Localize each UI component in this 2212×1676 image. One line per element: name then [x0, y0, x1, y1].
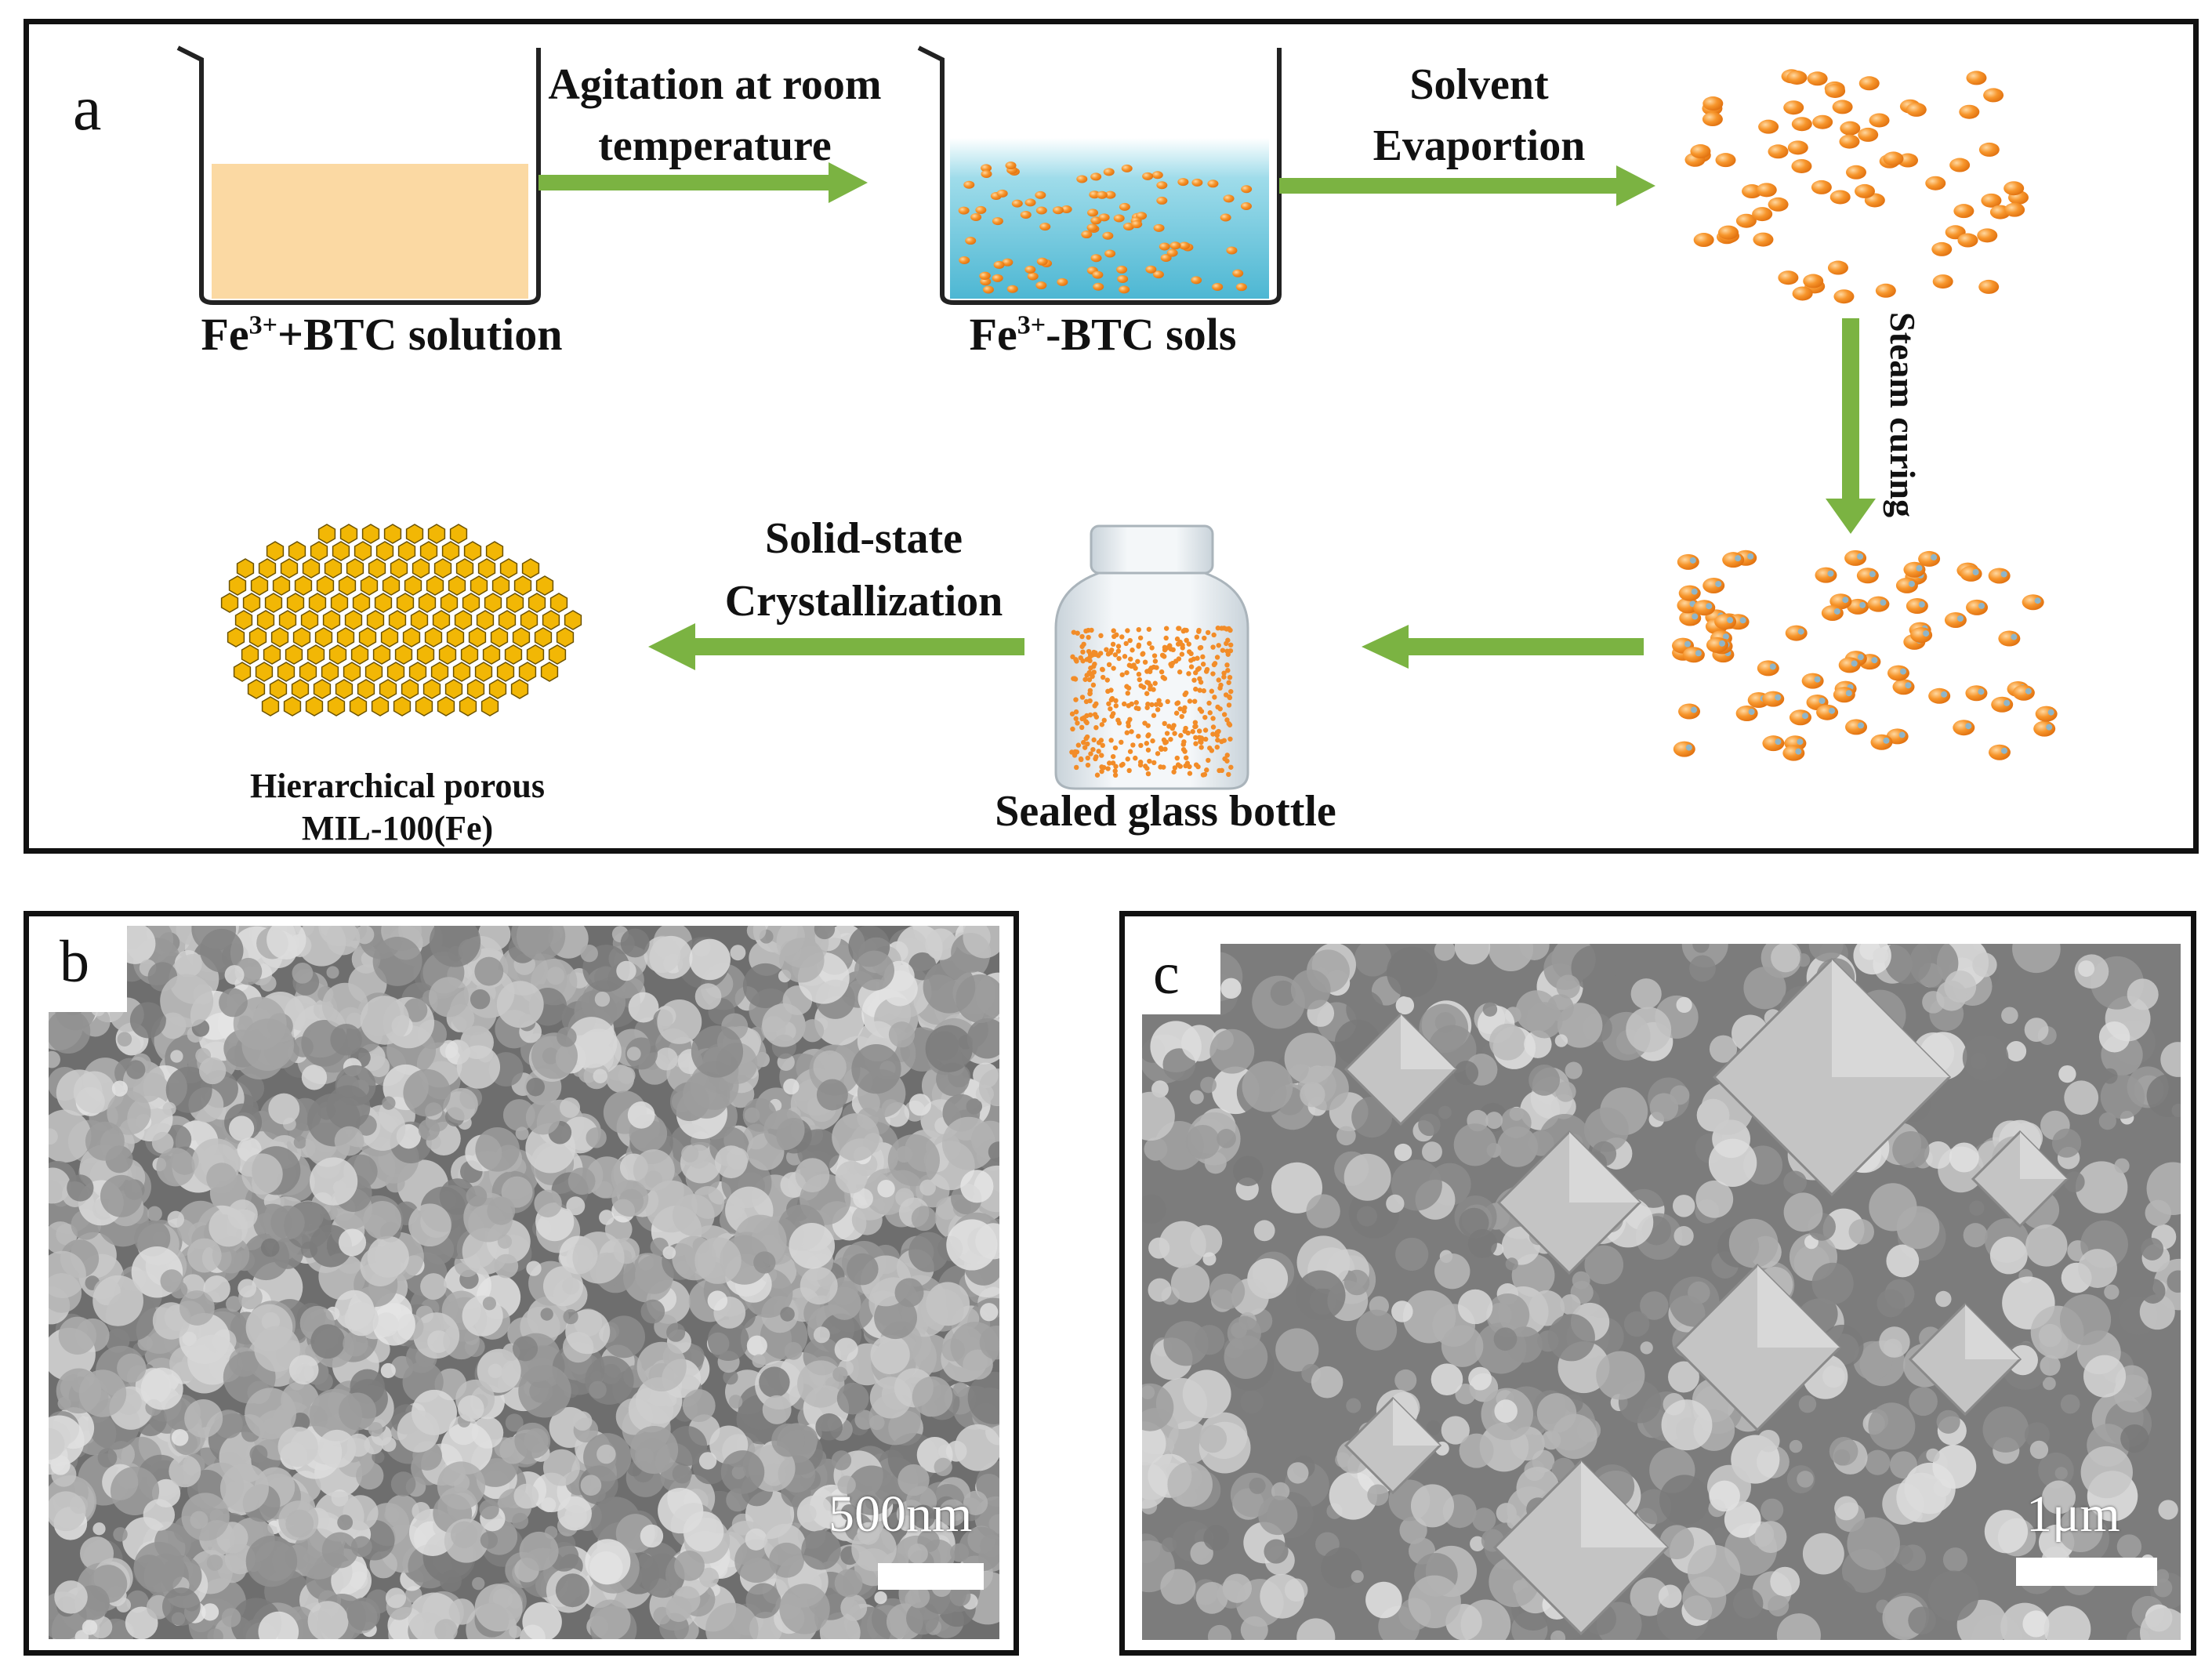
beaker-2-outline [917, 45, 1282, 305]
sealed-bottle [1054, 524, 1249, 790]
panel-c-label: c [1142, 944, 1220, 1014]
panel-b-sem: b 500nm [24, 911, 1019, 1656]
panel-c-sem: c 1μm [1119, 911, 2196, 1656]
scale-label-b: 500nm [829, 1486, 973, 1543]
bottle-caption: Sealed glass bottle [995, 787, 1336, 836]
panel-a-label: a [73, 72, 102, 143]
sols-caption: Fe3+-BTC sols [969, 309, 1237, 360]
sols-liquid [950, 138, 1269, 299]
dried-particles [1684, 69, 2029, 304]
crystallization-label: Solid-state Crystallization [724, 514, 1003, 626]
beaker-solution [176, 45, 541, 305]
arrow-evaporation [1279, 165, 1655, 206]
scale-label-c: 1μm [2026, 1486, 2120, 1543]
mof-lattice [220, 524, 582, 716]
steam-curing-label: Steam curing [1883, 312, 1923, 517]
sol-particles [958, 161, 1253, 294]
panel-a-schematic: a [24, 19, 2199, 854]
evaporation-label: Solvent Evaportion [1373, 60, 1586, 170]
sem-image-b [49, 926, 999, 1639]
scale-bar-b [878, 1563, 984, 1590]
cured-particles [1672, 550, 2058, 761]
synthesis-schematic [176, 45, 2058, 790]
arrow-crystallization [648, 623, 1024, 670]
arrow-to-bottle [1362, 625, 1644, 669]
panel-b-label: b [49, 926, 127, 1012]
agitation-label: Agitation at room temperature [548, 60, 882, 170]
solution-liquid [212, 164, 528, 299]
sem-image-c [1142, 944, 2181, 1640]
scale-bar-c [2016, 1558, 2157, 1586]
product-caption: Hierarchical porous MIL-100(Fe) [249, 767, 546, 847]
arrow-steam-curing [1826, 318, 1876, 534]
arrow-agitation [538, 162, 868, 203]
beaker-1-outline [176, 45, 541, 305]
beaker-sols [917, 45, 1282, 305]
solution-caption: Fe3++BTC solution [201, 309, 563, 360]
